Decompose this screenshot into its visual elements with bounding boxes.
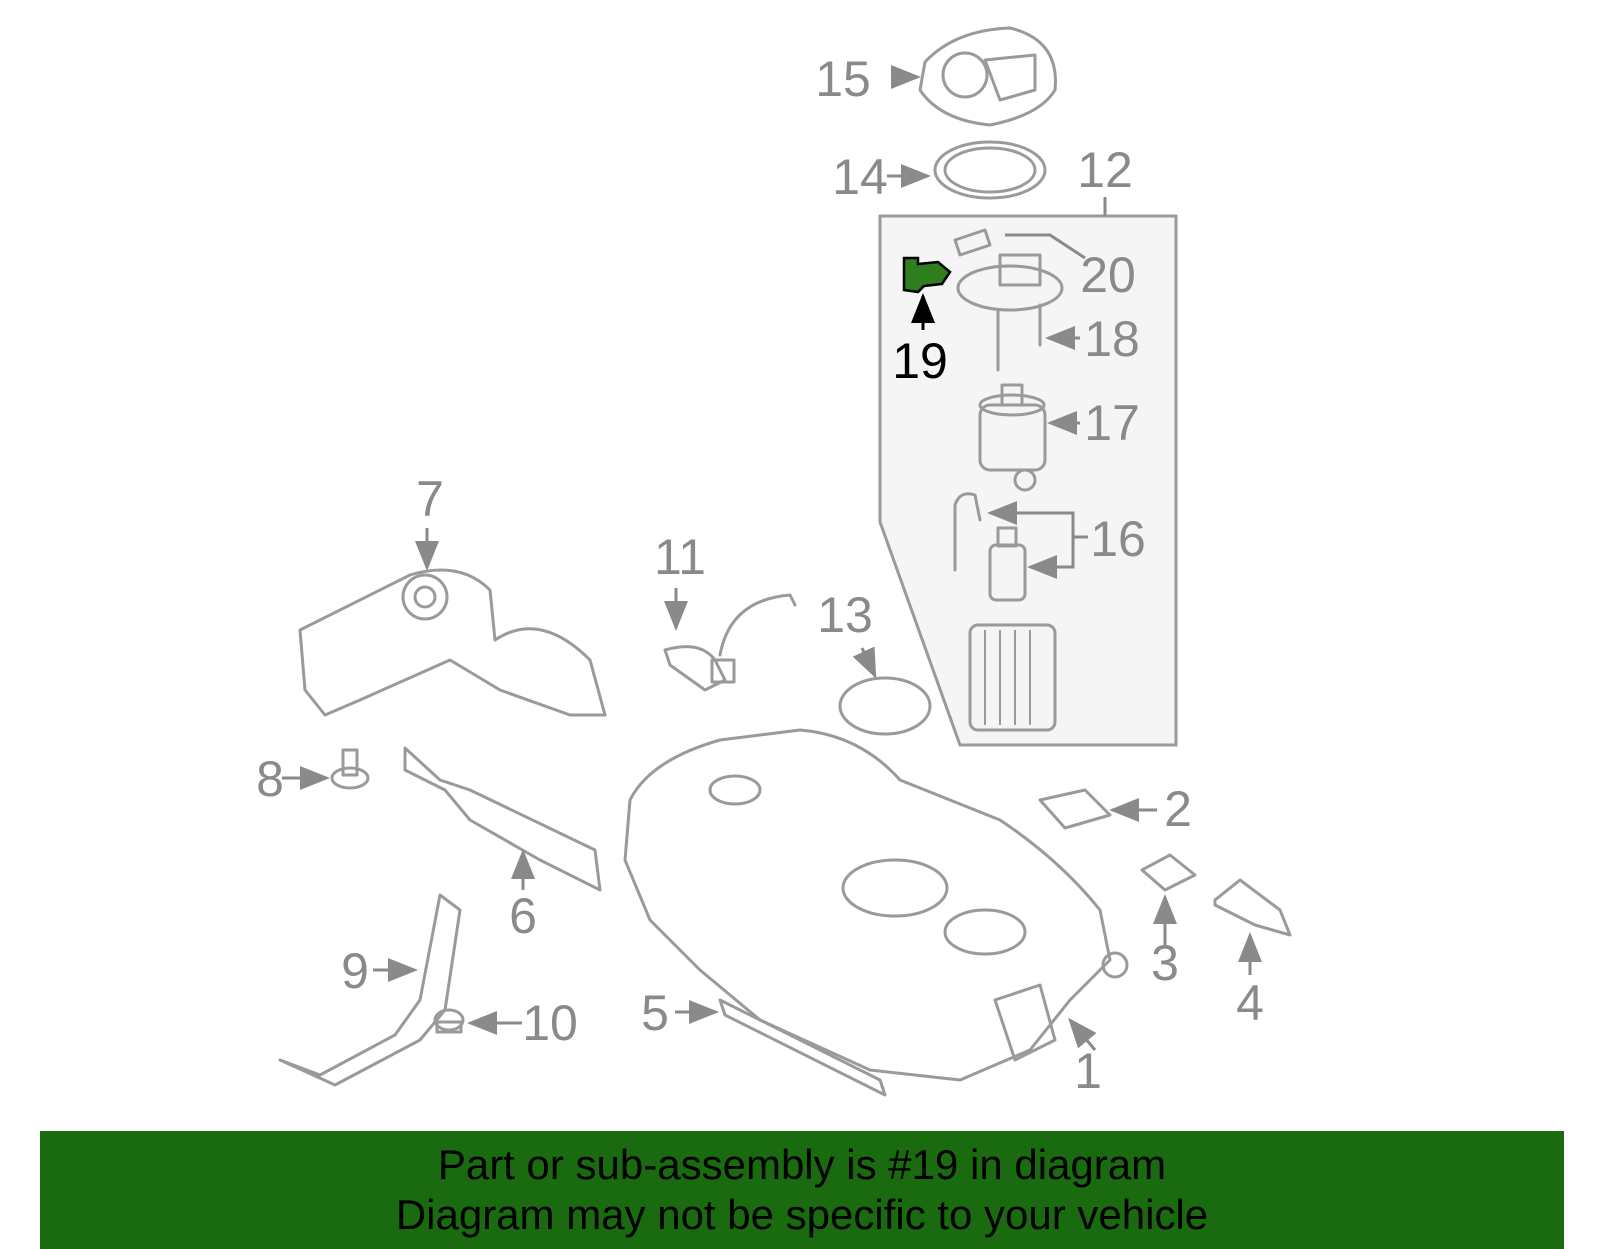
callout-2: 2 [1164,781,1192,837]
part-15-cover-plate[interactable] [918,26,1057,127]
callout-8: 8 [256,751,284,807]
part-13-o-ring[interactable] [838,676,932,736]
callout-4: 4 [1236,975,1264,1031]
part-3-square-pad[interactable] [1140,853,1197,892]
callout-5: 5 [641,985,669,1041]
part-8-clip[interactable] [330,748,370,790]
callout-16: 16 [1090,511,1146,567]
part-2-pad[interactable] [1038,788,1112,830]
callout-12: 12 [1077,142,1133,198]
fuel-pump-assembly-box [878,197,1178,747]
part-16-filter-hose[interactable] [953,492,1027,602]
info-banner: Part or sub-assembly is #19 in diagram D… [40,1131,1564,1249]
banner-line-disclaimer: Diagram may not be specific to your vehi… [395,1191,1209,1238]
banner-line-part-number: Part or sub-assembly is #19 in diagram [437,1141,1167,1188]
part-4-cover[interactable] [1213,878,1292,937]
part-6-bracket-strip[interactable] [403,746,602,892]
callout-15: 15 [815,51,871,107]
part-7-heat-shield[interactable] [298,568,607,717]
callout-numbers: 1 2 3 4 5 6 7 8 9 10 11 12 13 14 15 16 1… [256,51,1264,1099]
callout-3: 3 [1151,935,1179,991]
callout-9: 9 [341,943,369,999]
callout-20: 20 [1080,247,1136,303]
part-17-fuel-pump[interactable] [978,383,1047,492]
callout-6: 6 [509,888,537,944]
callout-1: 1 [1074,1043,1102,1099]
callout-11: 11 [654,529,706,585]
part-9-strap[interactable] [278,893,462,1087]
callout-leaders [282,65,1262,1051]
callout-17: 17 [1084,395,1140,451]
part-18-flange[interactable] [956,253,1064,372]
pump-strainer-basket[interactable] [968,623,1057,732]
part-5-strip[interactable] [718,998,887,1097]
callout-14: 14 [832,149,888,205]
part-1-fuel-tank[interactable] [623,728,1129,1082]
callout-13: 13 [817,587,873,643]
part-20-connector[interactable] [953,228,1086,260]
callout-7: 7 [416,471,444,527]
part-11-wiring-harness[interactable] [663,593,797,692]
callout-19: 19 [892,333,948,389]
part-19-highlighted-bracket[interactable] [902,256,952,294]
callout-18: 18 [1084,311,1140,367]
part-10-nut[interactable] [433,1008,465,1034]
part-14-gasket-ring[interactable] [933,140,1047,200]
callout-10: 10 [522,995,578,1051]
